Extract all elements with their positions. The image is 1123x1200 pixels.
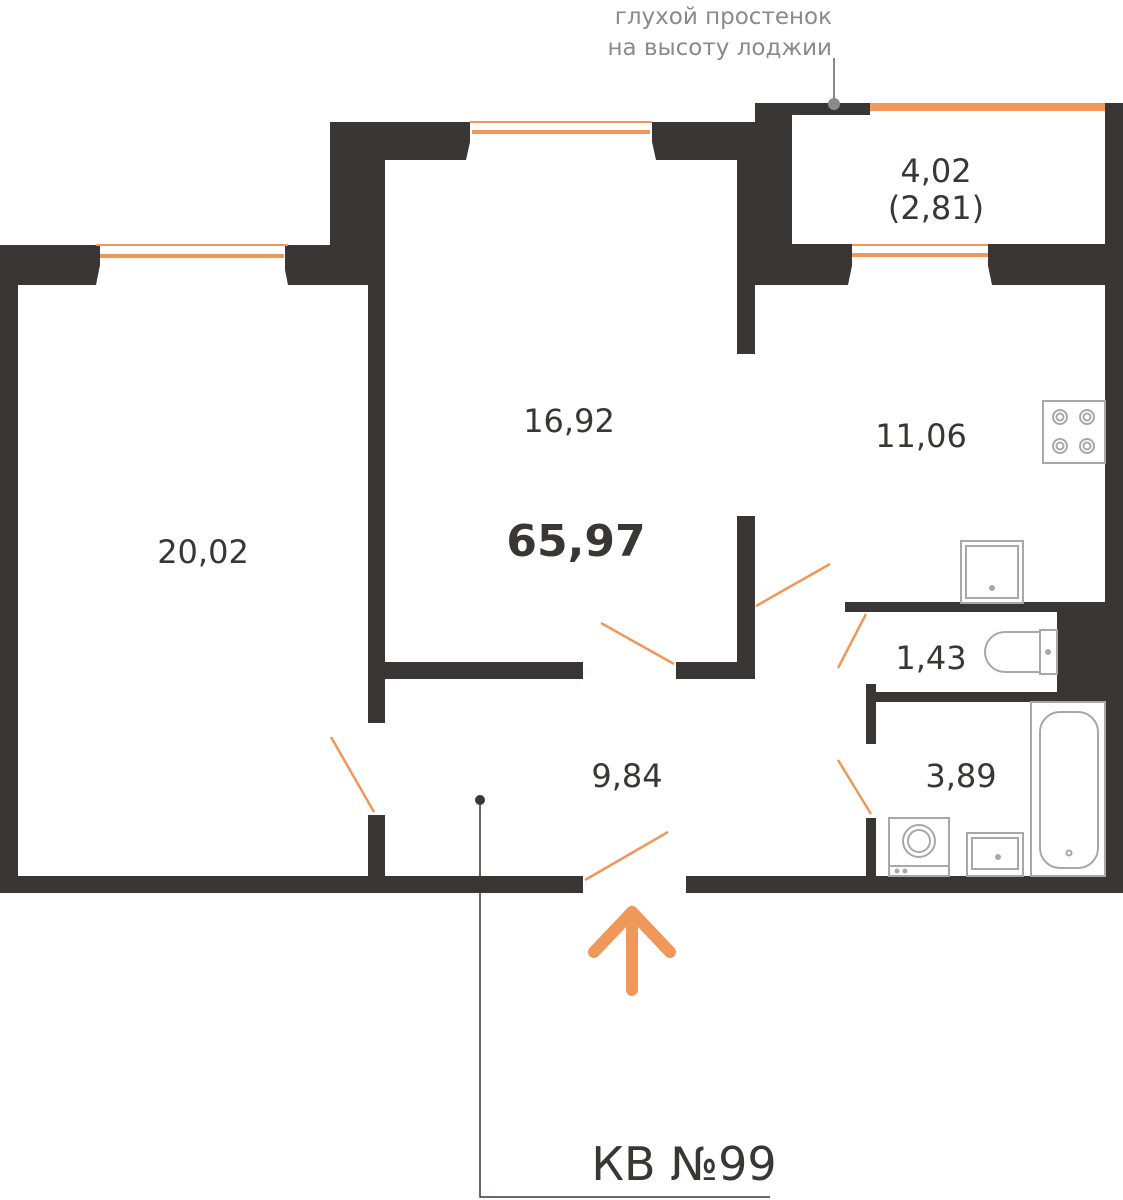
leader-dot xyxy=(475,795,485,805)
wall-loggia-bottom-a xyxy=(755,244,852,285)
toilet-icon xyxy=(984,629,1058,675)
bedroom-area: 20,02 xyxy=(157,533,249,571)
bathroom-area: 3,89 xyxy=(925,757,996,795)
door-bedroom xyxy=(329,736,376,813)
wall-living-bottom-b xyxy=(676,662,755,679)
door-entrance xyxy=(584,830,669,882)
wall-inner-vertical-lower xyxy=(368,815,385,893)
wall-living-top-left-tall xyxy=(330,122,385,285)
wall-loggia-top xyxy=(755,103,870,115)
wall-left-outer xyxy=(0,245,18,893)
washbasin-icon xyxy=(966,832,1024,877)
wall-living-kitchen-upper xyxy=(737,122,755,354)
loggia-area-reduced: (2,81) xyxy=(888,189,984,227)
hall-area: 9,84 xyxy=(591,757,662,795)
washing-machine-icon xyxy=(888,817,950,877)
apartment-leader xyxy=(475,795,770,1198)
wall-loggia-right xyxy=(1105,103,1123,285)
wall-right-outer xyxy=(1105,244,1123,893)
wall-toilet-shaft xyxy=(1057,612,1105,694)
door-toilet xyxy=(836,613,868,669)
wall-toilet-top xyxy=(845,602,1123,612)
windows xyxy=(96,103,1105,285)
wall-bath-left-upper xyxy=(866,692,876,744)
door-kitchen xyxy=(755,562,831,608)
wall-toilet-left xyxy=(866,684,876,692)
sink-icon xyxy=(960,540,1024,604)
living-area: 16,92 xyxy=(523,402,615,440)
wall-loggia-bottom-b xyxy=(988,244,1123,285)
walls xyxy=(0,103,1123,893)
window-kitchen xyxy=(848,244,992,285)
loggia-area: 4,02 xyxy=(900,152,971,190)
window-bedroom xyxy=(96,244,288,285)
kitchen-area: 11,06 xyxy=(875,417,967,455)
wall-living-kitchen-lower xyxy=(737,516,755,679)
note-leader xyxy=(828,58,840,110)
wall-living-bottom-a xyxy=(385,662,583,679)
wall-bottom-a xyxy=(0,876,583,893)
toilet-area: 1,43 xyxy=(895,639,966,677)
door-swings xyxy=(329,562,873,882)
door-bathroom xyxy=(836,759,873,815)
door-living xyxy=(600,621,675,666)
wall-inner-vertical-upper xyxy=(368,245,385,723)
wall-bath-left-lower xyxy=(866,818,876,893)
note-line-1: глухой простенок xyxy=(615,4,832,30)
wall-toilet-bottom xyxy=(866,692,1123,702)
apartment-number: КВ №99 xyxy=(591,1137,776,1191)
total-area: 65,97 xyxy=(506,516,645,567)
window-living xyxy=(466,121,656,160)
wall-bottom-b xyxy=(686,876,1123,893)
stove-icon xyxy=(1042,400,1106,464)
bathtub-icon xyxy=(1030,701,1106,877)
arrow-up-icon xyxy=(588,906,676,996)
loggia-glazing xyxy=(870,103,1105,111)
note-line-2: на высоту лоджии xyxy=(608,35,833,61)
